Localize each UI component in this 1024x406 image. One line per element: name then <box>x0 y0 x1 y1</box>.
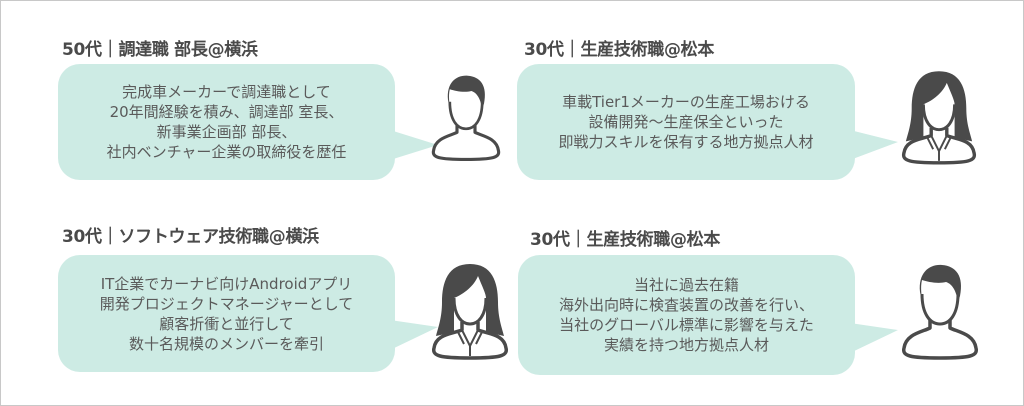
profile-description: 完成車メーカーで調達職として 20年間経験を積み、調達部 室長、 新事業企画部 … <box>107 82 347 162</box>
description-line: 実績を持つ地方拠点人材 <box>603 336 769 354</box>
profile-description: IT企業でカーナビ向けAndroidアプリ 開発プロジェクトマネージャーとして … <box>100 274 354 354</box>
profile-description: 当社に過去在籍 海外出向時に検査装置の改善を行い、 当社のグローバル標準に影響を… <box>559 275 814 355</box>
description-line: IT企業でカーナビ向けAndroidアプリ <box>100 274 353 293</box>
speech-bubble: 車載Tier1メーカーの生産工場おける 設備開発〜生産保全といった 即戦力スキル… <box>517 64 855 180</box>
description-line: 顧客折衝と並行して <box>159 314 294 333</box>
bubble-tail <box>850 130 898 160</box>
description-line: 完成車メーカーで調達職として <box>122 83 331 101</box>
speech-bubble: 当社に過去在籍 海外出向時に検査装置の改善を行い、 当社のグローバル標準に影響を… <box>518 255 855 375</box>
male-avatar-icon <box>900 262 980 362</box>
description-line: 当社のグローバル標準に影響を与えた <box>559 316 814 334</box>
speech-bubble: 完成車メーカーで調達職として 20年間経験を積み、調達部 室長、 新事業企画部 … <box>58 64 395 180</box>
description-line: 開発プロジェクトマネージャーとして <box>99 294 354 313</box>
profile-title: 30代｜生産技術職@松本 <box>530 230 721 250</box>
profile-title: 30代｜ソフトウェア技術職@横浜 <box>62 227 319 247</box>
description-line: 数十名規模のメンバーを牽引 <box>128 334 324 353</box>
profile-title: 50代｜調達職 部長@横浜 <box>62 40 258 60</box>
description-line: 社内ベンチャー企業の取締役を歴任 <box>106 143 347 161</box>
description-line: 即戦力スキルを保有する地方拠点人材 <box>558 133 814 151</box>
profile-title: 30代｜生産技術職@松本 <box>524 40 715 60</box>
description-line: 20年間経験を積み、調達部 室長、 <box>109 103 344 121</box>
profile-description: 車載Tier1メーカーの生産工場おける 設備開発〜生産保全といった 即戦力スキル… <box>558 92 813 152</box>
female-avatar-icon <box>430 262 510 362</box>
description-line: 新事業企画部 部長、 <box>156 123 297 141</box>
female-avatar-icon <box>900 68 978 168</box>
description-line: 設備開発〜生産保全といった <box>588 113 784 131</box>
description-line: 海外出向時に検査装置の改善を行い、 <box>558 296 814 314</box>
bubble-tail <box>390 320 438 350</box>
bubble-tail <box>390 130 438 160</box>
speech-bubble: IT企業でカーナビ向けAndroidアプリ 開発プロジェクトマネージャーとして … <box>58 255 395 372</box>
description-line: 車載Tier1メーカーの生産工場おける <box>562 93 810 111</box>
description-line: 当社に過去在籍 <box>633 276 739 294</box>
male-avatar-icon <box>430 68 502 168</box>
bubble-tail <box>850 323 898 353</box>
